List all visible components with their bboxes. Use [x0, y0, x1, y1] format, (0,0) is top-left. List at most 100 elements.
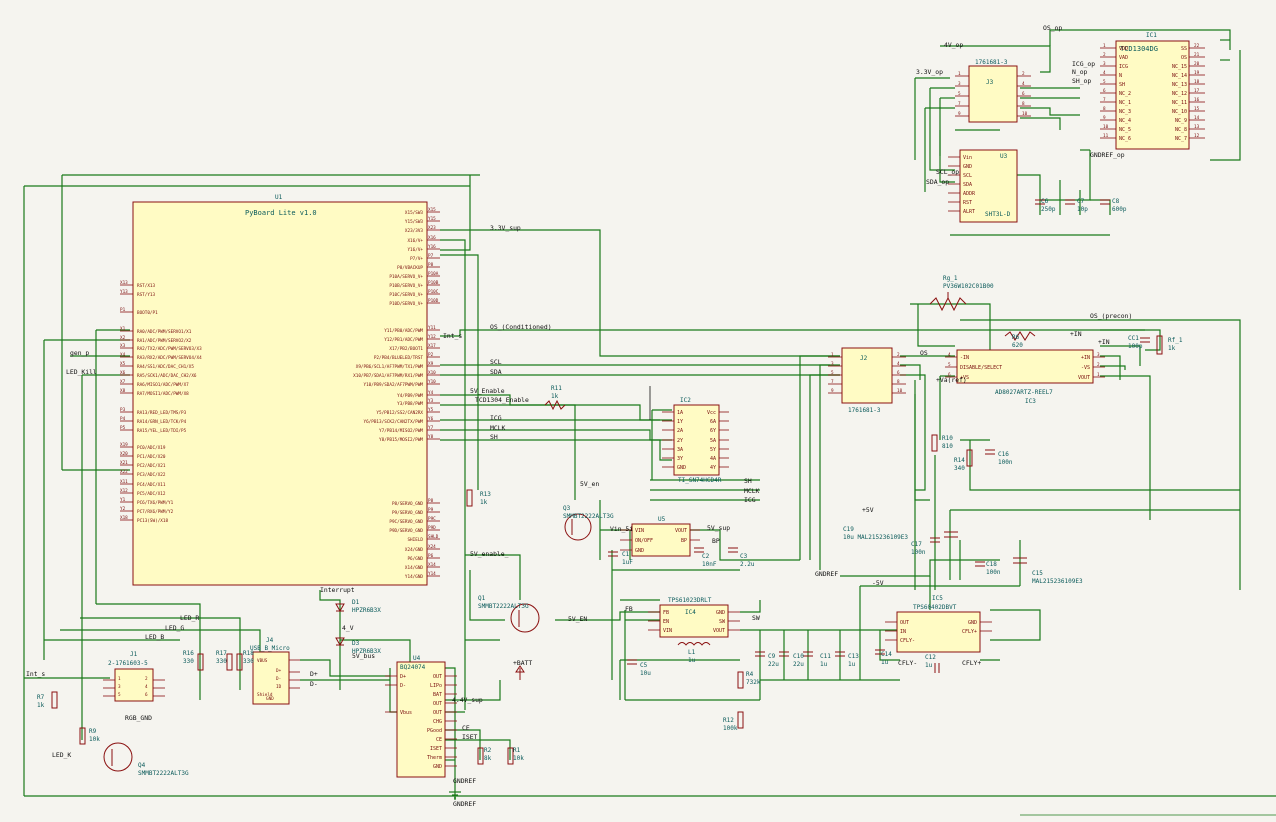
ic4-pin-label: VOUT — [713, 628, 725, 634]
j4-pin-label: VBUS — [257, 658, 268, 664]
u1-pin-label: P8/VBACKUP — [397, 265, 423, 271]
j2-pin-num: 8 — [897, 379, 900, 385]
component-ref: R1 — [513, 747, 521, 754]
component-ref: C2 — [702, 553, 710, 560]
u1-pin-label: P9D/SERVO_GND — [389, 528, 423, 534]
u1-pin-label: P10C/SERVO_V+ — [389, 292, 423, 298]
u1-pin-num: X20 — [120, 451, 128, 457]
u1-pin-label: P8/SERVO_GND — [392, 501, 423, 507]
u3-pin-label: SCL — [963, 173, 972, 179]
d3-diode — [335, 637, 345, 647]
u1-pin-num: X4 — [120, 352, 126, 358]
j3-pin-num: 6 — [1022, 91, 1025, 97]
component-ref: C10 — [793, 653, 804, 660]
component-value: 250p — [1041, 206, 1056, 213]
ic2-pin-label: 1A — [677, 410, 683, 416]
net-5v-en2: 5V_EN — [568, 615, 587, 623]
u1-pin-label: RA1/ADC/PWM/SERVO2/X2 — [137, 338, 192, 344]
component-ref: Rf_1 — [1168, 337, 1183, 344]
net-icg: ICG — [490, 414, 502, 422]
ic2-pin-label: 5A — [710, 438, 716, 444]
net-int-s: Int_s — [443, 332, 462, 340]
u1-pin-label: RA0/ADC/PWM/SERVO1/X1 — [137, 329, 192, 335]
ic1-pin-label: N — [1119, 73, 1122, 79]
j3-pin-num: 2 — [1022, 71, 1025, 77]
j1-pin-num: 1 — [118, 676, 121, 682]
ic2-pin-label: GND — [677, 465, 686, 471]
q3-transistor — [564, 513, 592, 541]
component-value: 100n — [998, 459, 1013, 466]
u4-title: BQ24074 — [400, 664, 426, 671]
net-icg-op: ICG_op — [1072, 60, 1095, 68]
u1-pin-label: P10B/SERVO_V+ — [389, 283, 423, 289]
r10-resistor — [931, 434, 938, 452]
ic4-pin-label: VIN — [663, 628, 672, 634]
j3-pin-num: 8 — [1022, 101, 1025, 107]
u3-ref: U3 — [1000, 153, 1008, 160]
u5-ref: U5 — [658, 516, 666, 523]
u1-pin-num: P10D — [428, 298, 439, 304]
u3-pin-label: ALRT — [963, 209, 975, 215]
ic1-pin-label: NC_1 — [1119, 100, 1131, 106]
component-value: 330 — [216, 658, 227, 665]
u1-pin-num: Y5 — [428, 407, 434, 413]
u4-pin-label: OUT — [433, 674, 442, 680]
j1-pin-num: 4 — [145, 684, 148, 690]
u1-pin-num: Y7 — [428, 425, 434, 431]
u4-pin-label: CE — [436, 737, 442, 743]
ic3-pin-label: -VS — [1081, 365, 1090, 371]
u3-title: SHT3L-D — [985, 211, 1011, 218]
net-5v-bus: 5V_bus — [352, 652, 375, 660]
ic2-pin-label: 4Y — [710, 465, 716, 471]
ic3-pin-label: +VS — [960, 375, 969, 381]
u3-pin-label: GND — [963, 164, 972, 170]
net-mclk: MCLK — [490, 424, 506, 432]
ic4-pin-label: SW — [719, 619, 726, 625]
u1-pin-num: P7 — [428, 253, 434, 259]
discrete-parts — [51, 199, 1163, 772]
net-labels: OS_op 4V_op 3.3V_op ICG_op N_op SH_op SC… — [26, 24, 1132, 808]
net-int-s2: Int_s — [26, 670, 45, 678]
u4-pin-label: OUT — [433, 710, 442, 716]
u4-pin-label: BAT — [433, 692, 442, 698]
u1-pin-num: Y12 — [428, 334, 436, 340]
j3-pin-num: 5 — [958, 91, 961, 97]
u1-pin-label: RA6/MISO1/ADC/PWM/X7 — [137, 382, 189, 388]
u1-pin-label: Y4/PB9/PWM — [397, 393, 423, 399]
u4-pin-label: Therm — [427, 755, 442, 761]
u1-pin-label: PC2/ADC/X21 — [137, 463, 166, 469]
component-value: 10u — [640, 670, 651, 677]
component-value: 330 — [243, 658, 254, 665]
component-ref: C18 — [986, 561, 997, 568]
net-scl-op: SCL_op — [936, 168, 959, 176]
u1-pin-num: P8 — [428, 262, 434, 268]
net-plus-batt: +BATT — [513, 659, 532, 667]
u1-pin-label: P2/PB4/BLUELED/TRST — [374, 355, 424, 361]
u4-pin-label: Vbus — [400, 710, 412, 716]
net-sh-op: SH_op — [1072, 77, 1091, 85]
component-value: PV36W102C01B00 — [943, 283, 994, 290]
u1-pin-num: X13 — [120, 280, 128, 286]
u1-pin-label: PC1/ADC/X20 — [137, 454, 166, 460]
ic1-pin-label: NC_15 — [1172, 64, 1187, 70]
ic1-pin-num: 11 — [1103, 133, 1109, 139]
u1-pin-label: X17/PB2/BOOT1 — [389, 346, 423, 352]
component-value: SMMBT2222ALT3G — [138, 770, 189, 777]
r14-resistor — [966, 449, 973, 467]
net-gndref: GNDREF — [815, 570, 838, 578]
net-sda-op: SDA_op — [926, 178, 949, 186]
ic1-pin-label: NC_8 — [1175, 127, 1187, 133]
net-4v-op: 4V_op — [944, 41, 963, 49]
component-value: 22u — [768, 661, 779, 668]
j1-title: 2-1761603-5 — [108, 660, 148, 667]
component-ref: C13 — [848, 653, 859, 660]
component-value: SMMBT2222ALT3G — [478, 603, 529, 610]
